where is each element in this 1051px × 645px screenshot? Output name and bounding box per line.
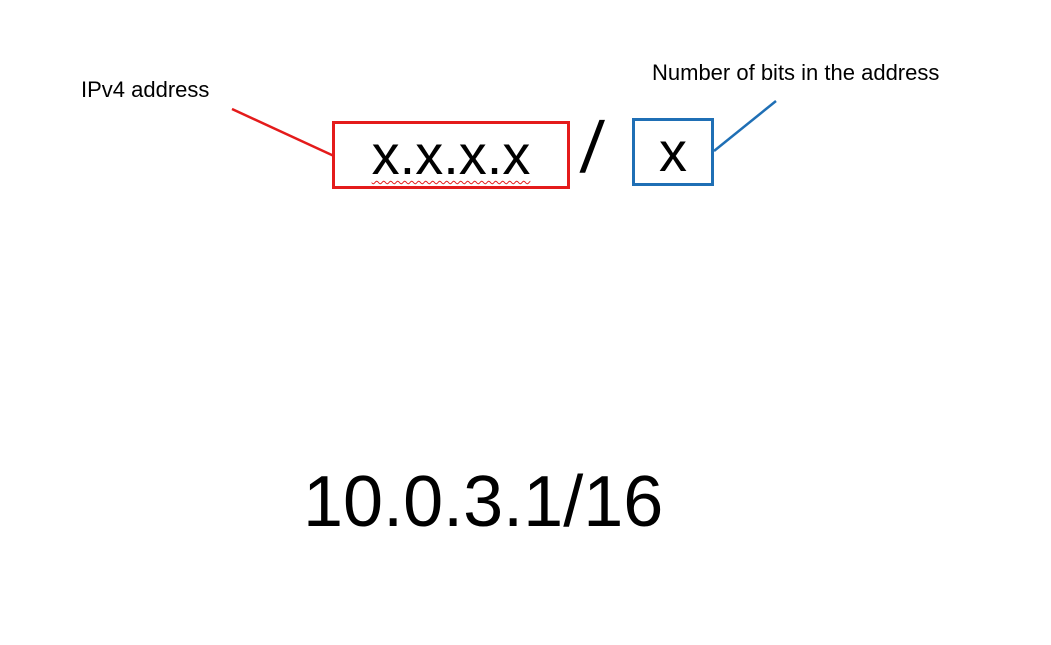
ipv4-connector-line	[231, 107, 335, 158]
prefix-length-box: x	[632, 118, 714, 186]
ipv4-address-label: IPv4 address	[81, 77, 210, 102]
prefix-separator: /	[577, 108, 607, 188]
ipv4-address-box: x.x.x.x	[332, 121, 570, 189]
cidr-example: 10.0.3.1/16	[303, 462, 664, 542]
bits-connector-line	[713, 100, 777, 152]
prefix-length-placeholder: x	[659, 120, 687, 183]
ipv4-address-format: x.x.x.x	[371, 123, 531, 186]
number-of-bits-label: Number of bits in the address	[652, 60, 940, 85]
